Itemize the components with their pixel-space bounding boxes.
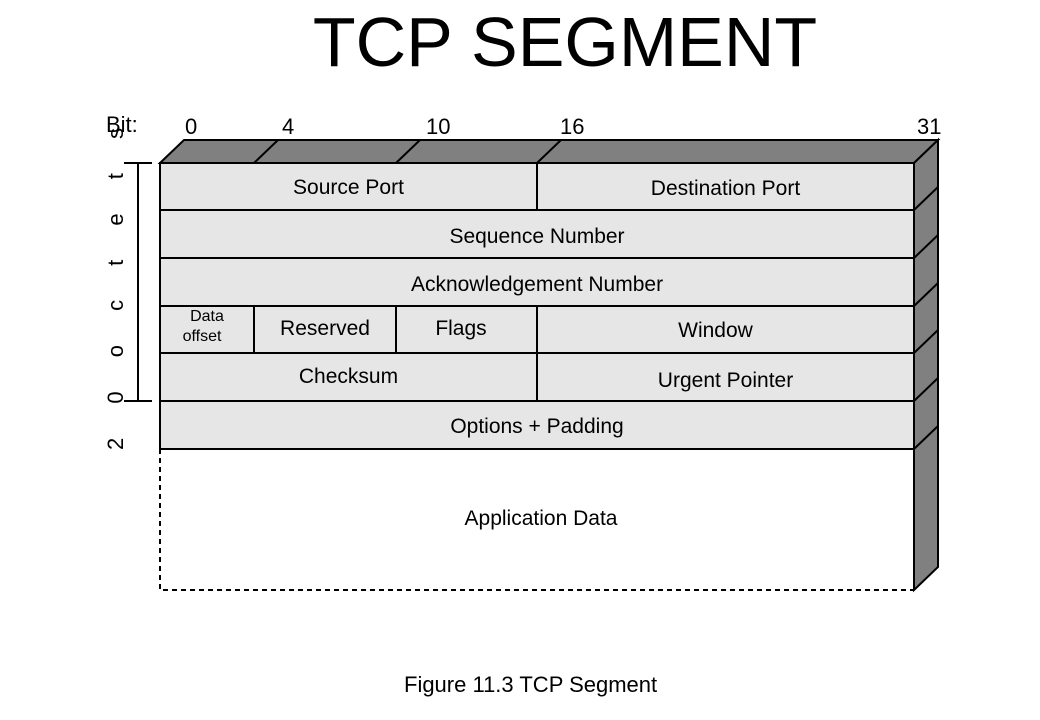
field-data-offset-line1: Data bbox=[190, 308, 224, 325]
bit-marker-0: 0 bbox=[185, 114, 198, 139]
field-window: Window bbox=[678, 319, 753, 342]
bit-marker-10: 10 bbox=[426, 114, 451, 139]
bit-marker-31: 31 bbox=[917, 114, 942, 139]
bit-label: Bit: bbox=[106, 112, 138, 137]
app-data-dashed-border bbox=[159, 449, 914, 591]
field-checksum: Checksum bbox=[298, 365, 399, 388]
octets-label: 2 0 o c t e t s bbox=[103, 114, 128, 450]
field-destination-port: Destination Port bbox=[650, 177, 801, 200]
page-title: TCP SEGMENT bbox=[312, 3, 818, 81]
field-source-port: Source Port bbox=[293, 176, 404, 199]
field-options-padding: Options + Padding bbox=[450, 415, 624, 438]
field-sequence-number: Sequence Number bbox=[449, 225, 625, 248]
bit-marker-4: 4 bbox=[282, 114, 295, 139]
side-divider bbox=[913, 377, 939, 402]
field-data-offset-line2: offset bbox=[182, 328, 222, 345]
side-divider bbox=[913, 282, 939, 307]
top-divider-16 bbox=[536, 139, 562, 164]
side-divider bbox=[913, 329, 939, 354]
top-divider-10 bbox=[395, 139, 421, 164]
bit-marker-16: 16 bbox=[560, 114, 585, 139]
field-acknowledgement-number: Acknowledgement Number bbox=[410, 273, 664, 296]
side-divider bbox=[913, 425, 939, 450]
figure-caption: Figure 11.3 TCP Segment bbox=[404, 672, 658, 697]
top-divider-4 bbox=[253, 139, 279, 164]
field-application-data: Application Data bbox=[464, 507, 618, 530]
side-divider bbox=[913, 186, 939, 211]
side-divider bbox=[913, 234, 939, 259]
field-urgent-pointer: Urgent Pointer bbox=[657, 369, 794, 392]
field-reserved: Reserved bbox=[280, 317, 370, 340]
field-flags: Flags bbox=[435, 317, 487, 340]
